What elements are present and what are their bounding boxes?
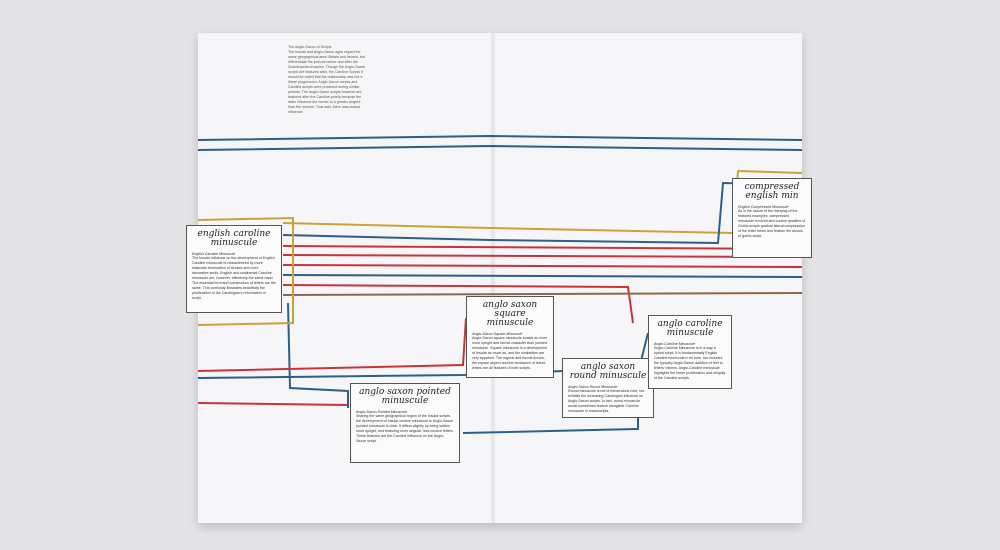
intro-title: The Anglo-Saxon of Scripts xyxy=(288,45,332,49)
line-blue-top-1 xyxy=(198,134,802,141)
intro-text: The Anglo-Saxon of Scripts The Insular a… xyxy=(288,45,366,115)
box-title: anglo caroline minuscule xyxy=(657,319,723,338)
box-anglo-saxon-round: anglo saxon round minuscule Anglo-Saxon … xyxy=(562,358,654,418)
box-compressed-english: compressed english min English Compresse… xyxy=(732,178,812,258)
box-title: english caroline minuscule xyxy=(197,229,271,248)
box-subtitle: English Compressed Minuscule xyxy=(738,205,789,209)
line-red-1 xyxy=(282,245,802,250)
line-blue-4 xyxy=(287,302,349,408)
line-blue-top-2 xyxy=(198,144,802,151)
box-subtitle: Anglo-Saxon Pointed Minuscule xyxy=(356,410,407,414)
line-red-5 xyxy=(198,317,467,372)
line-red-3 xyxy=(282,264,802,268)
box-subtitle: English Caroline Minuscule xyxy=(192,252,236,256)
box-subtitle: Anglo-Caroline Minuscule xyxy=(654,342,695,346)
box-anglo-saxon-pointed: anglo saxon pointed minuscule Anglo-Saxo… xyxy=(350,383,460,463)
script-lineage-lines xyxy=(198,134,802,434)
line-blue-3 xyxy=(282,274,802,278)
box-english-caroline: english caroline minuscule English Carol… xyxy=(186,225,282,313)
box-title: anglo saxon round minuscule xyxy=(569,362,647,381)
line-red-6 xyxy=(198,402,349,406)
box-body: Anglo-Saxon square minuscule boasts an e… xyxy=(472,336,548,370)
box-title: compressed english min xyxy=(744,182,800,201)
box-subtitle: Anglo-Saxon Round Minuscule xyxy=(568,385,618,389)
box-body: Round minuscule is not of tremendous not… xyxy=(568,389,645,413)
box-body: Sharing the same geographical region of … xyxy=(356,414,454,443)
intro-body: The Insular and Anglo-Saxon ages regard … xyxy=(288,50,366,114)
box-body: The Insular influence on the development… xyxy=(192,256,276,300)
line-red-4 xyxy=(282,284,634,324)
line-gold-left xyxy=(198,216,294,326)
box-body: Anglo-Caroline Minuscule is in a way a h… xyxy=(654,346,726,380)
page-fold xyxy=(490,33,496,523)
box-title: anglo saxon pointed minuscule xyxy=(359,387,451,406)
box-anglo-saxon-square: anglo saxon square minuscule Anglo-Saxon… xyxy=(466,296,554,378)
line-gold xyxy=(282,169,802,235)
open-booklet: The Anglo-Saxon of Scripts The Insular a… xyxy=(186,33,812,523)
box-subtitle: Anglo-Saxon Square Minuscule xyxy=(472,332,523,336)
line-brown xyxy=(282,292,802,296)
box-anglo-caroline: anglo caroline minuscule Anglo-Caroline … xyxy=(648,315,732,389)
box-body: As is the nature of the interplay of the… xyxy=(738,209,806,238)
box-title: anglo saxon square minuscule xyxy=(482,300,538,328)
line-red-2 xyxy=(282,254,802,258)
line-blue-2 xyxy=(282,181,802,245)
